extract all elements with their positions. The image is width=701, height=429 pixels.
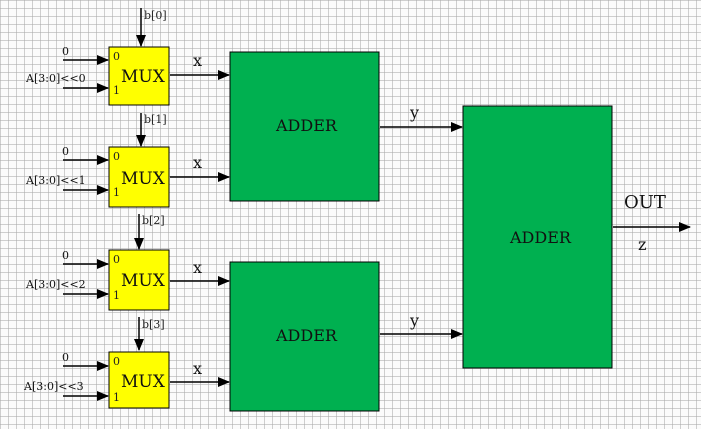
mux-1-port1: 1 (113, 186, 120, 199)
mux-2-port0: 0 (113, 253, 120, 266)
mux-0-port1: 1 (113, 84, 120, 97)
mux-1: b[1] 0 A[3:0]<<1 0 1 MUX x (25, 113, 230, 208)
mux-1-port0: 0 (113, 150, 120, 163)
mux-1-out-label: x (193, 153, 202, 172)
mux-0-out-label: x (193, 51, 202, 70)
mux-1-label: MUX (121, 169, 166, 189)
mux-2-in0-label: 0 (62, 249, 69, 262)
select-label-1: b[1] (144, 113, 167, 126)
adder-1-body (229, 261, 380, 412)
mux-3-in0-label: 0 (62, 351, 69, 364)
output: OUT z (613, 192, 691, 254)
output-label: OUT (624, 192, 666, 213)
adder-1: ADDER y (229, 261, 463, 412)
final-adder-label: ADDER (509, 228, 572, 247)
adder-0-out-label: y (409, 103, 419, 122)
adder-0-body (229, 51, 380, 202)
final-adder-body (462, 105, 613, 369)
adder-0: ADDER y (229, 51, 463, 202)
mux-1-in0-label: 0 (62, 145, 69, 158)
mux-2-out-label: x (193, 258, 202, 277)
select-label-2: b[2] (142, 214, 165, 227)
mux-2-body (108, 249, 170, 311)
select-label-0: b[0] (144, 9, 167, 22)
adder-1-label: ADDER (275, 326, 338, 345)
adder-1-out-label: y (409, 311, 419, 330)
output-signal-label: z (638, 235, 646, 254)
mux-3-port1: 1 (113, 391, 120, 404)
adder-0-label: ADDER (275, 116, 338, 135)
mux-3-body (108, 351, 170, 409)
mux-3-port0: 0 (113, 355, 120, 368)
select-label-3: b[3] (142, 318, 165, 331)
mux-2: b[2] 0 A[3:0]<<2 0 1 MUX x (25, 214, 230, 311)
mux-2-in1-label: A[3:0]<<2 (25, 278, 86, 291)
mux-0-label: MUX (121, 67, 166, 87)
mux-3-label: MUX (121, 372, 166, 392)
mux-2-port1: 1 (113, 289, 120, 302)
mux-3-in1-label: A[3:0]<<3 (23, 380, 84, 393)
mux-1-body (108, 146, 170, 208)
mux-0-in1-label: A[3:0]<<0 (25, 72, 86, 85)
mux-0-port0: 0 (113, 50, 120, 63)
mux-0-body (108, 46, 170, 106)
mux-2-label: MUX (121, 271, 166, 291)
mux-1-in1-label: A[3:0]<<1 (25, 174, 86, 187)
mux-0-in0-label: 0 (62, 45, 69, 58)
final-adder: ADDER (462, 105, 613, 369)
mux-3: b[3] 0 A[3:0]<<3 0 1 MUX x (23, 317, 230, 409)
mux-0: b[0] 0 A[3:0]<<0 0 1 MUX x (25, 8, 230, 106)
mux-3-out-label: x (193, 359, 202, 378)
